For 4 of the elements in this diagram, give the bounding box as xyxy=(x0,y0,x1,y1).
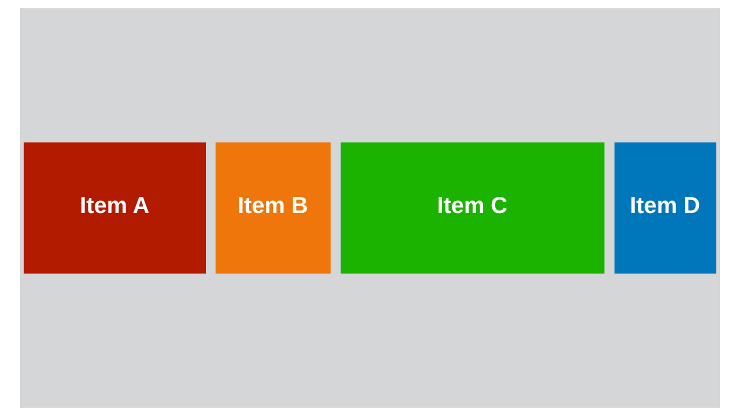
node-box: Item B xyxy=(216,142,331,274)
node-box: Item C xyxy=(340,142,604,274)
node-box: Item A xyxy=(24,142,206,274)
node-box: Item D xyxy=(614,142,716,274)
